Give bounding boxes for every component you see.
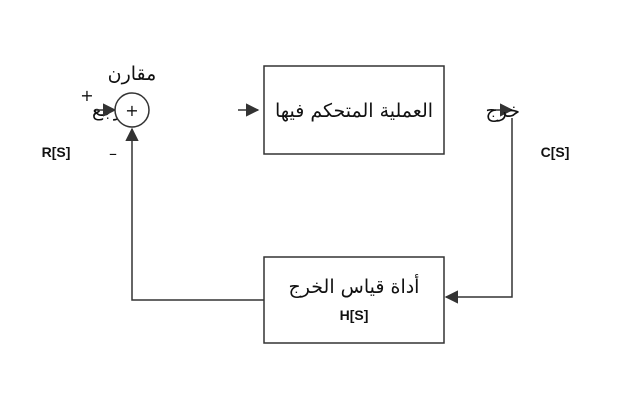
comparator-plus-sign: + [80, 86, 93, 105]
reference-symbol: R[S] [42, 144, 71, 160]
comparator-symbol: + [125, 101, 138, 120]
feedback-line-out [125, 127, 264, 301]
output-label: خرج [486, 100, 521, 122]
feedback-symbol: H[S] [340, 307, 369, 323]
feedback-block [263, 256, 445, 344]
comparator-label: مقارن [108, 63, 157, 85]
process-block [263, 65, 445, 155]
comparator-minus-sign: – [109, 144, 117, 163]
process-label: العملية المتحكم فيها [275, 100, 433, 122]
comparator-circle [114, 92, 150, 128]
feedback-label: أداة قياس الخرج [289, 274, 420, 298]
feedback-line-in [444, 118, 513, 304]
output-symbol: C[S] [541, 144, 570, 160]
